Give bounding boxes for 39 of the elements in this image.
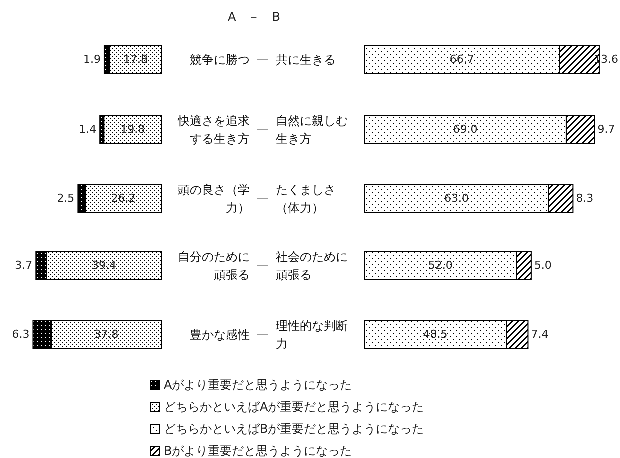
dash-separator: ―	[258, 259, 268, 273]
category-label: 豊かな感性	[189, 327, 250, 344]
value-label: 1.4	[79, 123, 97, 137]
category-label: 自然に親しむ生き方	[276, 113, 349, 148]
value-label: 52.0	[428, 259, 453, 273]
value-label: 5.0	[534, 259, 552, 273]
value-label: 8.3	[576, 192, 594, 206]
category-label: 自分のために頑張る	[177, 249, 250, 284]
legend-label: どちらかといえばBが重要だと思うようになった	[164, 422, 424, 436]
dash-separator: ―	[258, 192, 268, 206]
value-label: 39.4	[92, 259, 116, 273]
value-label: 6.3	[12, 328, 30, 342]
category-label: たくましさ（体力）	[276, 182, 337, 217]
value-label: 69.0	[453, 123, 478, 137]
value-label: 7.4	[531, 328, 549, 342]
legend-label: Aがより重要だと思うようになった	[164, 378, 352, 392]
value-label: 1.9	[83, 53, 101, 67]
legend-label: どちらかといえばAが重要だと思うようになった	[164, 400, 424, 414]
category-label: 共に生きる	[276, 52, 337, 69]
legend-label: Bがより重要だと思うようになった	[164, 444, 352, 458]
value-label: 63.0	[444, 192, 469, 206]
value-label: 37.8	[94, 328, 119, 342]
category-label: 競争に勝つ	[189, 52, 250, 69]
value-label: 3.7	[15, 259, 33, 273]
category-label: 頭の良さ（学力）	[177, 182, 250, 217]
value-label: 26.2	[111, 192, 136, 206]
value-label: 48.5	[423, 328, 448, 342]
category-label: 快適さを追求する生き方	[176, 113, 250, 148]
value-label: 66.7	[450, 53, 474, 67]
value-label: 17.8	[124, 53, 148, 67]
category-label: 社会のために頑張る	[276, 249, 349, 284]
category-label: 理性的な判断力	[276, 318, 349, 353]
value-label: 19.8	[120, 123, 146, 137]
column-header: A － B	[228, 10, 280, 24]
dash-separator: ―	[258, 328, 268, 342]
value-label: 2.5	[57, 192, 75, 206]
dash-separator: ―	[258, 123, 268, 137]
dash-separator: ―	[258, 53, 268, 67]
value-label: 9.7	[598, 123, 616, 137]
